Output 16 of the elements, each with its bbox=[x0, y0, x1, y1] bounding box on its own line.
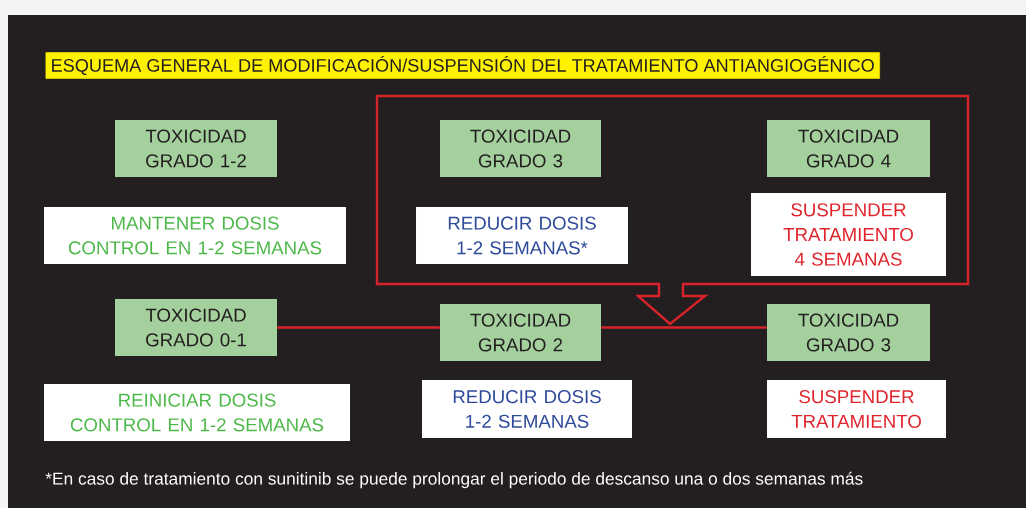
action-box: MANTENER DOSIS CONTROL EN 1-2 SEMANAS bbox=[44, 207, 346, 264]
action-box: REDUCIR DOSIS 1-2 SEMANAS bbox=[422, 380, 632, 438]
action-box: SUSPENDER TRATAMIENTO 4 SEMANAS bbox=[751, 193, 946, 276]
footnote: *En caso de tratamiento con sunitinib se puede prolongar el periodo de descanso una o dos semanas más bbox=[45, 471, 863, 489]
action-box: REINICIAR DOSIS CONTROL EN 1-2 SEMANAS bbox=[44, 384, 350, 441]
grade-box: TOXICIDAD GRADO 2 bbox=[440, 304, 601, 361]
action-box: SUSPENDER TRATAMIENTO bbox=[767, 380, 946, 438]
title-banner: ESQUEMA GENERAL DE MODIFICACIÓN/SUSPENSIÓN DEL TRATAMIENTO ANTIANGIOGÉNICO bbox=[45, 51, 881, 80]
grade-box: TOXICIDAD GRADO 3 bbox=[440, 120, 601, 177]
grade-box: TOXICIDAD GRADO 0-1 bbox=[115, 299, 277, 356]
action-box: REDUCIR DOSIS 1-2 SEMANAS* bbox=[416, 207, 628, 264]
block-arrow-frame bbox=[375, 94, 970, 326]
grade-box: TOXICIDAD GRADO 4 bbox=[767, 120, 930, 177]
grade-box: TOXICIDAD GRADO 1-2 bbox=[115, 120, 277, 177]
grade-box: TOXICIDAD GRADO 3 bbox=[767, 304, 930, 361]
connector-line bbox=[277, 326, 440, 329]
